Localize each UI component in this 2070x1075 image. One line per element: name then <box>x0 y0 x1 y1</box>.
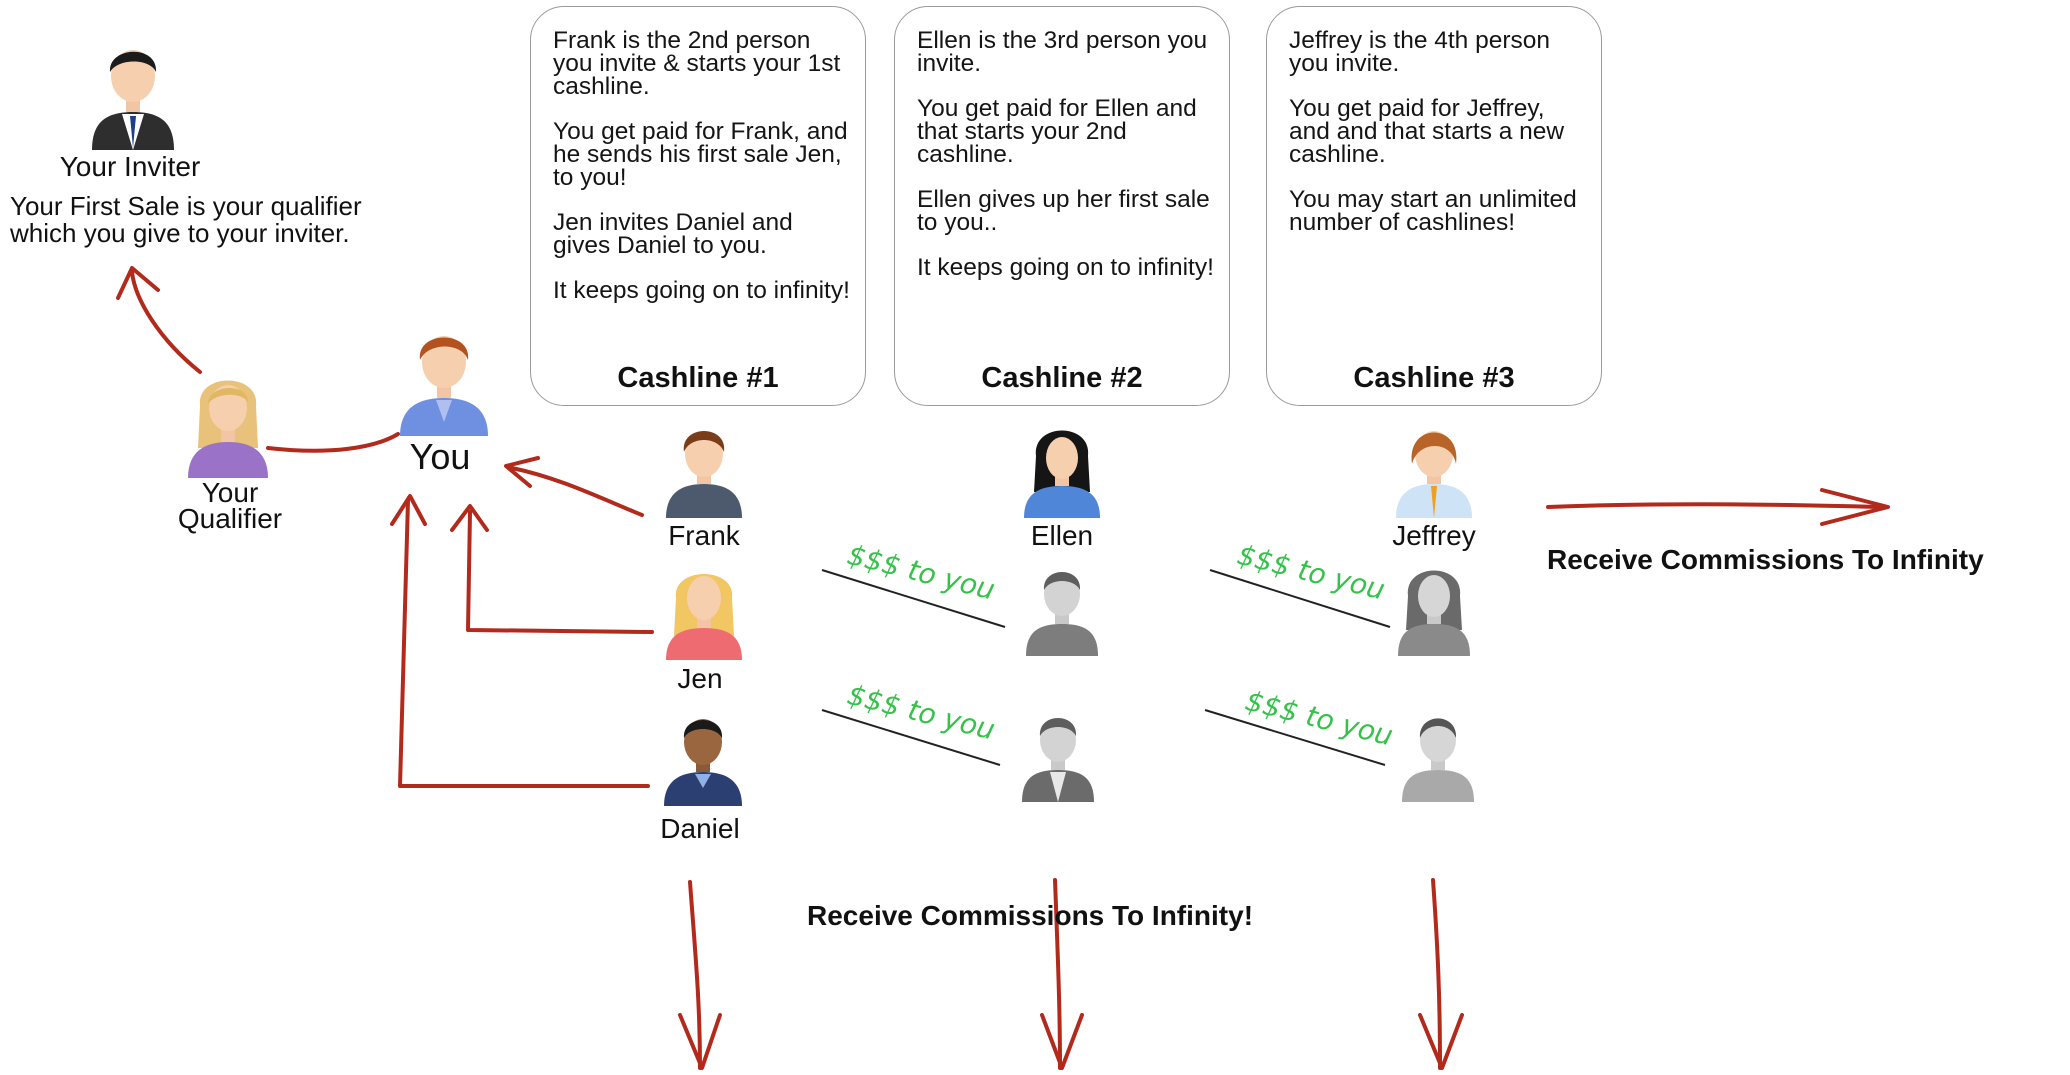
arrow-down-1 <box>688 880 702 1070</box>
card-paragraph: Frank is the 2nd person you invite & sta… <box>553 27 841 100</box>
arrow-down-2 <box>1053 878 1062 1070</box>
commissions-right-label: Receive Commissions To Infinity <box>1547 544 1984 575</box>
card-paragraph: You get paid for Ellen and that starts y… <box>917 95 1197 168</box>
gray-person-icon <box>1022 718 1094 802</box>
money-line-4 <box>1204 709 1386 766</box>
money-line-2 <box>1209 569 1391 628</box>
card-text: Frank is the 2nd person you invite & sta… <box>553 27 853 324</box>
qualifier-label: Your Qualifier <box>177 477 283 534</box>
arrow-frank-to-you <box>510 466 644 517</box>
you-avatar <box>400 336 488 436</box>
cashline-card-3: Jeffrey is the 4th person you invite. Yo… <box>1266 6 1602 406</box>
arrow-jen-to-you <box>466 510 654 634</box>
card-paragraph: It keeps going on to infinity! <box>917 254 1214 281</box>
you-label: You <box>409 436 471 477</box>
card-title: Cashline #3 <box>1353 362 1515 394</box>
gray-person-icon <box>1026 572 1098 656</box>
inviter-avatar <box>92 50 174 150</box>
card-paragraph: You get paid for Frank, and he sends his… <box>553 118 848 191</box>
daniel-label: Daniel <box>660 813 740 844</box>
ellen-avatar <box>1024 430 1100 518</box>
qualifier-avatar <box>188 380 268 478</box>
card-title: Cashline #2 <box>981 362 1143 394</box>
money-line-3 <box>821 709 1001 766</box>
card-title: Cashline #1 <box>617 362 779 394</box>
cashline-card-1: Frank is the 2nd person you invite & sta… <box>530 6 866 406</box>
card-paragraph: Ellen gives up her first sale to you.. <box>917 186 1210 236</box>
arrow-down-3 <box>1431 878 1442 1070</box>
inviter-label: Your Inviter <box>59 151 201 182</box>
daniel-avatar <box>664 719 742 806</box>
gray-person-icon <box>1398 570 1470 656</box>
card-text: Jeffrey is the 4th person you invite. Yo… <box>1289 27 1589 256</box>
arrow-daniel-to-you <box>398 498 650 788</box>
money-line-1 <box>821 569 1006 628</box>
arrow-qualifier-to-inviter <box>130 270 202 374</box>
ellen-label: Ellen <box>1030 520 1094 551</box>
card-paragraph: You get paid for Jeffrey, and and that s… <box>1289 95 1565 168</box>
frank-avatar <box>666 431 742 518</box>
jen-label: Jen <box>677 663 723 694</box>
qualifier-note: Your First Sale is your qualifier which … <box>10 191 362 248</box>
gray-person-icon <box>1402 718 1474 802</box>
card-paragraph: You may start an unlimited number of cas… <box>1289 186 1577 236</box>
line-you-to-qualifier <box>266 432 400 453</box>
card-paragraph: Jen invites Daniel and gives Daniel to y… <box>553 209 793 259</box>
jeffrey-avatar <box>1396 431 1472 518</box>
jeffrey-label: Jeffrey <box>1392 520 1476 551</box>
card-paragraph: Ellen is the 3rd person you invite. <box>917 27 1208 77</box>
card-paragraph: Jeffrey is the 4th person you invite. <box>1289 27 1551 77</box>
cashline-card-2: Ellen is the 3rd person you invite. You … <box>894 6 1230 406</box>
card-paragraph: It keeps going on to infinity! <box>553 277 850 304</box>
jen-avatar <box>666 574 742 660</box>
card-text: Ellen is the 3rd person you invite. You … <box>917 27 1217 301</box>
frank-label: Frank <box>668 520 740 551</box>
arrow-commissions-right <box>1546 502 1884 509</box>
commissions-bottom-label: Receive Commissions To Infinity! <box>807 900 1254 931</box>
